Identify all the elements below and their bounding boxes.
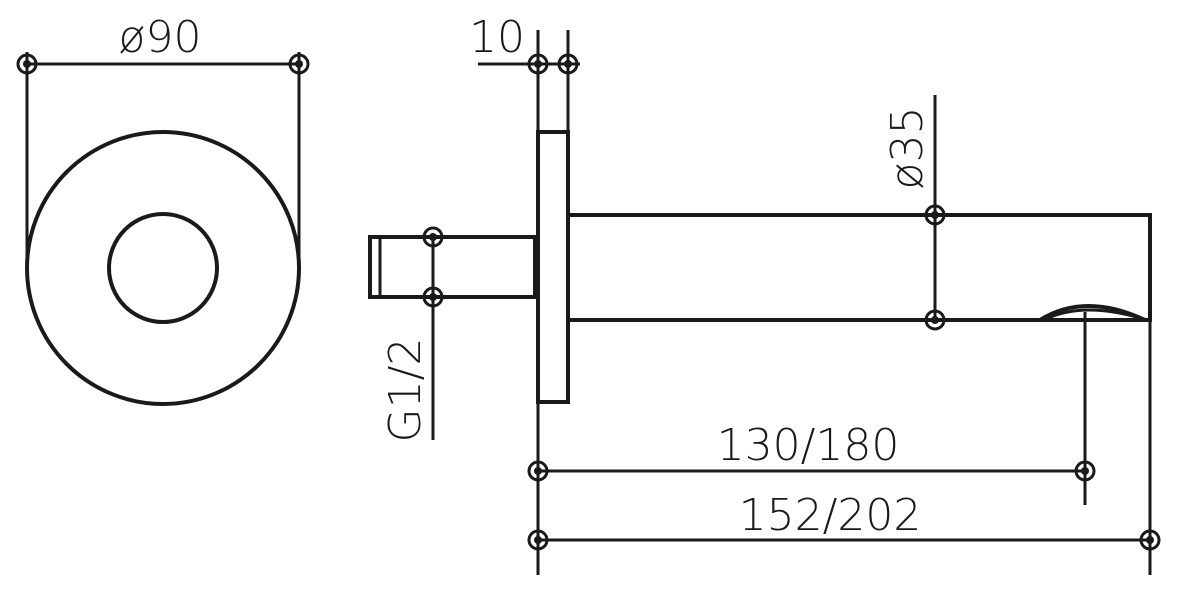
spout-outlet-inner xyxy=(1047,308,1141,320)
label-thread: G1/2 xyxy=(380,338,431,443)
flange-plate xyxy=(536,130,570,404)
spout-body xyxy=(568,213,1152,322)
dim-dot xyxy=(429,233,437,241)
spout-inner-circle xyxy=(107,212,219,324)
dim-dot xyxy=(1081,467,1089,475)
dim-dot xyxy=(16,53,38,75)
dim-dot xyxy=(422,226,444,248)
dim-dot xyxy=(534,60,542,68)
dim-dot xyxy=(924,309,946,331)
label-flange-thickness: 10 xyxy=(469,12,525,63)
dim-dot xyxy=(527,529,549,551)
flange-outer-circle xyxy=(25,130,301,406)
side-view: 10 ø35 G1/2 130/180 152/202 xyxy=(368,12,1161,575)
label-total-length: 152/202 xyxy=(739,490,922,541)
dim-dot xyxy=(422,286,444,308)
dim-dot xyxy=(288,53,310,75)
dim-dot xyxy=(557,53,579,75)
dim-dot xyxy=(564,60,572,68)
dim-dot xyxy=(534,536,542,544)
dim-dot xyxy=(534,467,542,475)
dim-dot xyxy=(924,204,946,226)
dim-dot xyxy=(429,293,437,301)
dim-dot xyxy=(931,316,939,324)
dim-dot xyxy=(1146,536,1154,544)
dim-dot xyxy=(23,60,31,68)
label-spout-diameter: ø35 xyxy=(882,107,933,190)
thread-stub xyxy=(368,235,537,299)
label-outlet-distance: 130/180 xyxy=(717,420,900,471)
spout-outlet xyxy=(1038,304,1146,322)
dim-dot xyxy=(1139,529,1161,551)
dim-dot xyxy=(295,60,303,68)
dim-dot xyxy=(527,460,549,482)
front-view: ø90 xyxy=(16,12,310,406)
dim-dot xyxy=(931,211,939,219)
dim-dot xyxy=(1074,460,1096,482)
label-flange-diameter: ø90 xyxy=(119,12,202,63)
dim-dot xyxy=(527,53,549,75)
